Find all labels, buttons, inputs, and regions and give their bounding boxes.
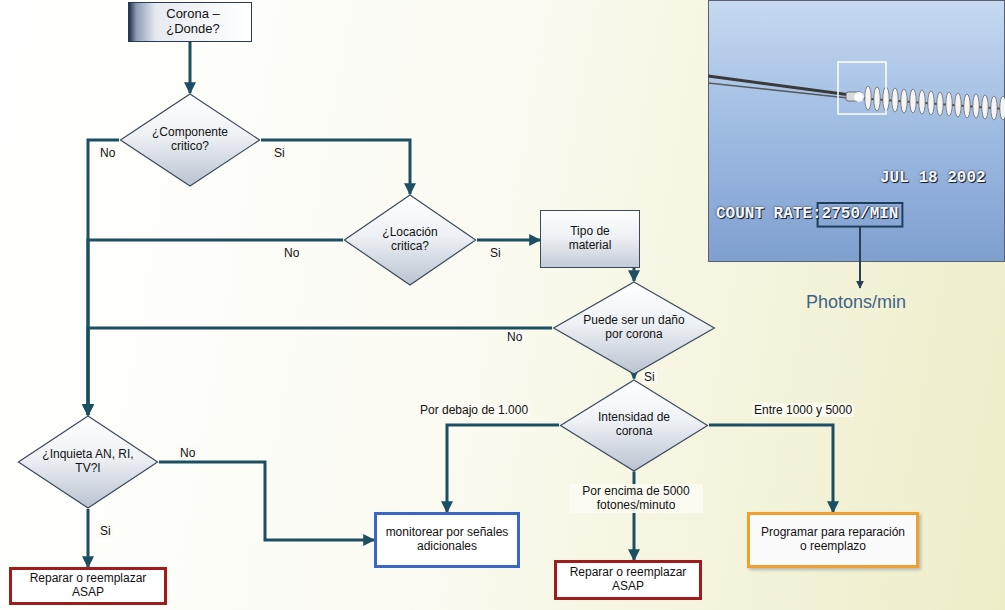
start-box: Corona – ¿Donde? bbox=[128, 2, 252, 42]
diamond-outline bbox=[561, 379, 708, 470]
insulator-disc bbox=[901, 89, 907, 113]
decision-diamond: ¿Inquieta AN, RI, TV?I bbox=[17, 415, 159, 509]
insulator-disc bbox=[946, 92, 952, 116]
urgent-box: Reparar o reemplazar ASAP bbox=[554, 560, 702, 600]
diamond-outline bbox=[554, 282, 715, 374]
node-text: Programar para reparación o reemplazo bbox=[758, 526, 908, 554]
photo-sky bbox=[709, 1, 1005, 262]
flow-connector bbox=[633, 375, 636, 379]
insulator-disc bbox=[874, 87, 880, 111]
node-text: Corona – ¿Donde? bbox=[145, 7, 241, 37]
flow-connector bbox=[189, 42, 192, 93]
decision-diamond: ¿Componente critico? bbox=[119, 93, 261, 187]
node-text: monitorear por señales adicionales bbox=[385, 526, 509, 554]
flow-connector bbox=[633, 268, 636, 281]
insulator-disc bbox=[937, 92, 943, 116]
flow-connector bbox=[88, 328, 552, 415]
corona-spot bbox=[854, 92, 864, 102]
edge-label: Entre 1000 y 5000 bbox=[752, 403, 854, 417]
diamond-outline bbox=[120, 94, 259, 186]
flow-connector bbox=[88, 140, 119, 415]
insulator-disc bbox=[991, 96, 997, 120]
insulator-disc bbox=[982, 95, 988, 119]
schedule-box: Programar para reparación o reemplazo bbox=[747, 512, 919, 568]
diamond-outline bbox=[18, 416, 157, 508]
edge-label: Si bbox=[272, 146, 287, 160]
edge-label: Si bbox=[642, 370, 657, 384]
insulator-disc bbox=[955, 93, 961, 117]
insulator-disc bbox=[919, 90, 925, 114]
unit-label: Photons/min bbox=[806, 292, 906, 314]
node-text: Puede ser un daño por corona bbox=[578, 314, 690, 342]
flow-connector bbox=[87, 509, 90, 567]
edge-label: Si bbox=[488, 246, 503, 260]
insulator-disc bbox=[964, 94, 970, 118]
diamond-outline bbox=[344, 195, 475, 285]
edge-label: No bbox=[282, 246, 301, 260]
monitor-box: monitorear por señales adicionales bbox=[374, 512, 520, 568]
edge-label: No bbox=[98, 146, 117, 160]
node-text: Tipo de material bbox=[549, 225, 631, 253]
insulator-disc bbox=[910, 89, 916, 113]
target-frame bbox=[838, 62, 886, 114]
flow-connector bbox=[447, 425, 559, 512]
count-rate: COUNT RATE:2750/MIN bbox=[716, 206, 898, 224]
insulator-disc bbox=[1000, 96, 1005, 120]
process-box: Tipo de material bbox=[540, 210, 640, 268]
flow-connector bbox=[709, 425, 833, 512]
decision-diamond: ¿Locación critica? bbox=[343, 194, 477, 286]
decision-diamond: Puede ser un daño por corona bbox=[552, 281, 716, 375]
urgent-box: Reparar o reemplazar ASAP bbox=[9, 567, 167, 605]
insulator-disc bbox=[892, 88, 898, 112]
date-stamp: JUL 18 2002 bbox=[880, 170, 986, 188]
insulator-disc bbox=[865, 86, 871, 110]
node-text: Intensidad de corona bbox=[583, 411, 685, 439]
node-text: Reparar o reemplazar ASAP bbox=[20, 572, 156, 600]
decision-diamond: Intensidad de corona bbox=[559, 379, 709, 472]
flow-connector bbox=[477, 239, 540, 242]
node-text: ¿Locación critica? bbox=[365, 226, 456, 254]
edge-label: No bbox=[178, 446, 197, 460]
edge-label: Por debajo de 1.000 bbox=[418, 403, 530, 417]
node-text: ¿Componente critico? bbox=[142, 126, 239, 154]
leader-arrow bbox=[859, 227, 861, 288]
node-text: ¿Inquieta AN, RI, TV?I bbox=[40, 448, 137, 476]
node-text: Reparar o reemplazar ASAP bbox=[565, 566, 691, 594]
conductor-cable bbox=[708, 83, 848, 98]
insulator-disc bbox=[973, 94, 979, 118]
edge-label: Por encima de 5000 fotones/minuto bbox=[569, 484, 703, 513]
flow-connector bbox=[261, 140, 410, 194]
edge-label: No bbox=[505, 330, 524, 344]
insulator-disc bbox=[928, 91, 934, 115]
flow-connector bbox=[159, 462, 374, 540]
edge-label: Si bbox=[98, 524, 113, 538]
